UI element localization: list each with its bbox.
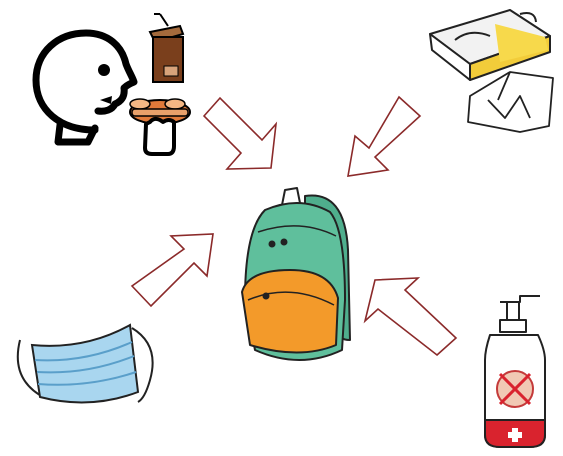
mouth-icon <box>100 96 112 104</box>
hand-icon <box>145 119 174 154</box>
backpack-icon <box>242 188 350 360</box>
arrow-icon <box>132 234 213 306</box>
person-eating-icon <box>36 33 134 142</box>
arrow-icon <box>348 97 420 176</box>
hand-sanitizer-icon <box>485 296 545 447</box>
eye-icon <box>98 64 110 76</box>
arrow-icon <box>365 278 456 355</box>
arrow-icon <box>204 98 276 169</box>
tissue-icon <box>468 72 553 132</box>
juice-box-icon <box>150 14 183 82</box>
face-mask-icon <box>18 325 153 402</box>
tissue-box-icon <box>430 10 550 80</box>
